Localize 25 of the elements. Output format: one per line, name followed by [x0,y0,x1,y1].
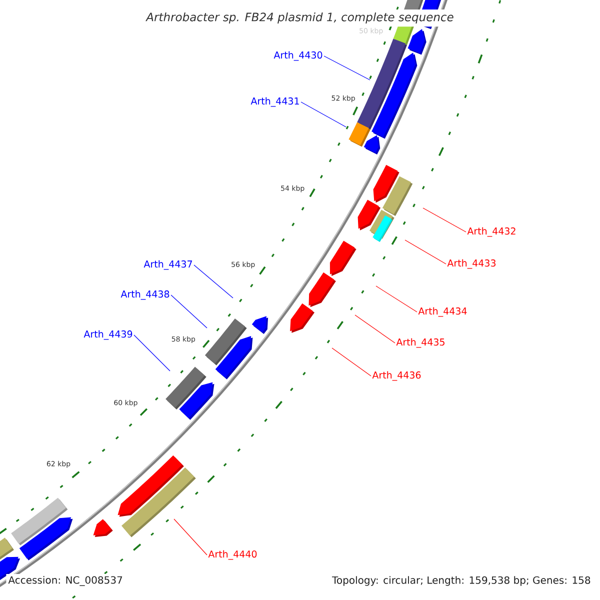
leader-line [404,240,446,264]
leader-line [332,348,372,376]
leader-line [376,286,418,312]
gene-label: Arth_4434 [418,307,467,317]
gene-label: Arth_4436 [372,371,421,381]
leader-line [194,264,234,298]
gene-label: Arth_4435 [396,338,444,348]
gene-label: Arth_4430 [274,51,322,61]
leader-line [324,56,370,80]
gene-label: Arth_4432 [467,227,516,237]
title: Arthrobacter sp. FB24 plasmid 1, complete sequence [140,9,460,27]
leader-line [174,518,208,556]
gene-label: Arth_4439 [84,330,132,340]
gene-label: Arth_4433 [447,259,496,269]
gene-label: Arth_4438 [120,290,170,300]
leader-line [422,208,466,232]
leader-line [300,102,346,128]
leader-line [134,334,170,372]
gene-label: Arth_4431 [250,97,299,107]
accession-text: Accession: NC_008537 [6,574,125,588]
sequence-info-text: Topology: circular; Length: 159,538 bp; Genes: 158 [330,574,593,588]
gene-label: Arth_4437 [144,260,192,270]
leader-line [170,294,208,328]
leader-line [354,314,396,344]
gene-label: Arth_4440 [208,550,257,560]
